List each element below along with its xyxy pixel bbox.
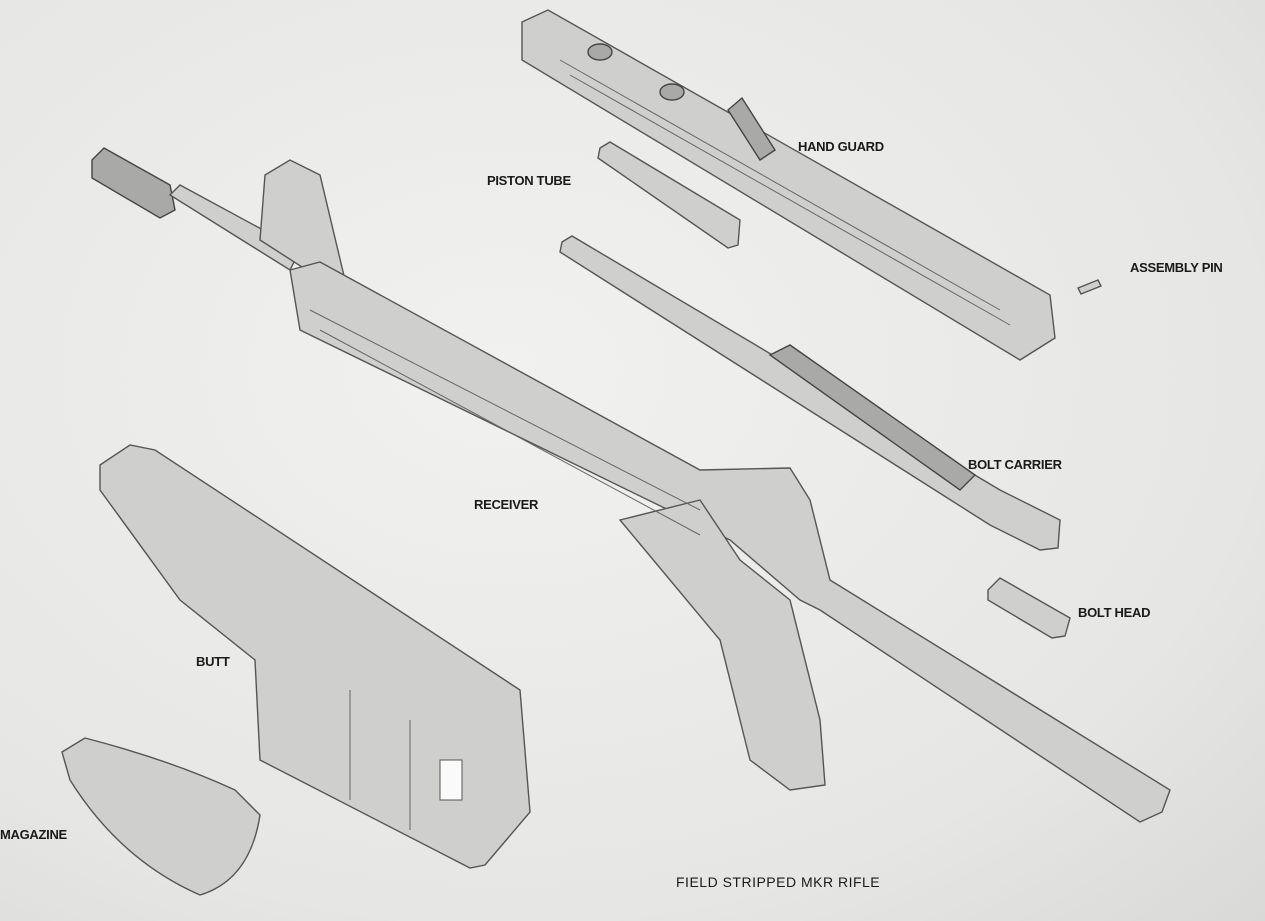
assembly-pin-part bbox=[1077, 279, 1102, 295]
label-bolt-head: BOLT HEAD bbox=[1078, 605, 1150, 620]
label-hand-guard: HAND GUARD bbox=[798, 139, 884, 154]
label-assembly-pin: ASSEMBLY PIN bbox=[1130, 260, 1223, 275]
hand-guard-part bbox=[521, 9, 1056, 361]
butt-part bbox=[99, 444, 531, 869]
piston-tube-part bbox=[597, 141, 741, 249]
label-bolt-carrier: BOLT CARRIER bbox=[968, 457, 1063, 472]
label-receiver: RECEIVER bbox=[474, 497, 539, 512]
label-piston-tube: PISTON TUBE bbox=[487, 173, 571, 188]
magazine-part bbox=[61, 737, 261, 896]
receiver-part bbox=[91, 147, 1171, 823]
bolt-carrier-part bbox=[559, 235, 1061, 551]
caption: FIELD STRIPPED MKR RIFLE bbox=[676, 874, 880, 890]
label-magazine: MAGAZINE bbox=[0, 827, 68, 842]
bolt-head-part bbox=[987, 577, 1071, 639]
label-butt: BUTT bbox=[196, 654, 230, 669]
